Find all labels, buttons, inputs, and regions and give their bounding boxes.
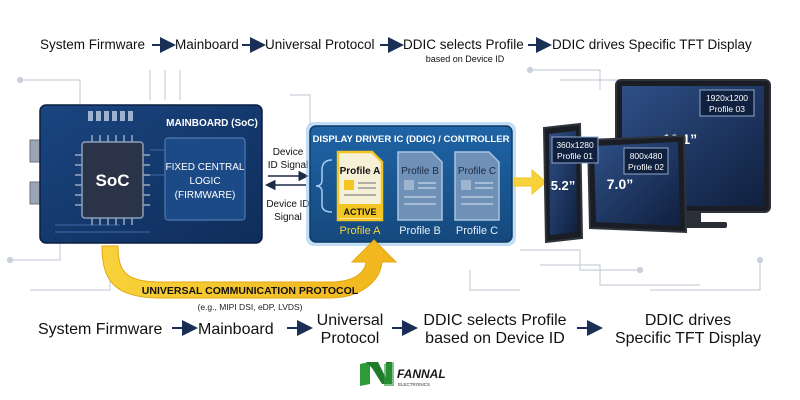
display-5-2-resolution: 360x1280 (556, 140, 594, 150)
profile-caption-a: Profile A (340, 225, 382, 237)
fannal-logo: FANNAL ELECTRONICS (360, 362, 446, 387)
circuit-traces (6, 66, 764, 291)
bottom-flow-step-4-line-1: DDIC selects Profile (423, 312, 566, 329)
profile-caption-b: Profile B (399, 225, 441, 237)
profile-card-c-label: Profile C (458, 166, 496, 177)
top-flow-step-5: DDIC drives Specific TFT Display (552, 37, 752, 52)
top-flow-step-4: DDIC selects Profile (403, 37, 524, 52)
mainboard-title: MAINBOARD (SoC) (166, 118, 258, 129)
top-flow: System Firmware Mainboard Universal Prot… (40, 37, 752, 64)
display-5-2-info (551, 136, 599, 164)
active-badge-label: ACTIVE (343, 207, 376, 217)
protocol-label: UNIVERSAL COMMUNICATION PROTOCOL (142, 285, 359, 297)
universal-protocol: UNIVERSAL COMMUNICATION PROTOCOL (e.g., … (101, 239, 398, 312)
board-traces (55, 149, 165, 233)
top-flow-step-2: Mainboard (175, 37, 239, 52)
bottom-flow: System Firmware Mainboard Universal Prot… (38, 312, 761, 347)
display-7-0-profile: Profile 02 (628, 162, 664, 172)
protocol-examples: (e.g., MIPI DSI, eDP, LVDS) (197, 302, 302, 312)
display-10-1-profile: Profile 03 (709, 104, 745, 114)
profile-caption-c: Profile C (456, 225, 498, 237)
profile-card-b: Profile B (397, 151, 443, 221)
top-flow-step-1: System Firmware (40, 37, 145, 52)
display-10-1-info (699, 89, 755, 117)
soc-label: SoC (96, 171, 130, 190)
profile-card-a: Profile A ACTIVE (336, 150, 384, 222)
ddic-title: DISPLAY DRIVER IC (DDIC) / CONTROLLER (313, 134, 510, 145)
profile-card-c: Profile C (454, 151, 500, 221)
top-flow-note: based on Device ID (426, 54, 505, 64)
display-5-2-profile: Profile 01 (557, 151, 593, 161)
mainboard: MAINBOARD (SoC) SoC FIXED CENTRAL LOGIC … (29, 104, 263, 244)
firmware-logic-box (164, 137, 246, 221)
bottom-flow-step-4-line-2: based on Device ID (425, 330, 565, 347)
logo-name: FANNAL (397, 367, 446, 381)
signal-upper-line-2: ID Signal (268, 160, 309, 171)
pin-header (88, 111, 133, 121)
soc-chip-body (81, 141, 144, 219)
firmware-logic-line-2: LOGIC (189, 176, 220, 187)
firmware-logic-line-3: (FIRMWARE) (175, 190, 236, 201)
display-7-0-info (623, 147, 669, 175)
active-badge (338, 204, 382, 218)
ddic-to-display-arrow (513, 168, 547, 196)
display-7-0-size: 7.0” (607, 176, 633, 192)
profile-card-b-label: Profile B (401, 166, 439, 177)
fannal-logo-icon (360, 362, 394, 386)
bottom-flow-step-5-line-2: Specific TFT Display (615, 330, 761, 347)
display-5-2-size: 5.2” (551, 178, 576, 193)
bottom-flow-step-3-line-1: Universal (317, 312, 384, 329)
protocol-band (101, 239, 398, 299)
bottom-flow-step-2: Mainboard (198, 321, 274, 338)
signal-upper-line-1: Device (273, 147, 304, 158)
display-10-1-resolution: 1920x1200 (706, 93, 748, 103)
display-5-2: 360x1280 Profile 01 5.2” (542, 122, 599, 244)
signal-lower-line-2: Signal (274, 212, 302, 223)
displays: 1920x1200 Profile 03 10.1” 800x480 Profi… (542, 79, 771, 244)
firmware-logic-line-1: FIXED CENTRAL (166, 162, 245, 173)
bottom-flow-step-1: System Firmware (38, 321, 163, 338)
signal-lower-line-1: Device ID (266, 199, 309, 210)
logo-sub: ELECTRONICS (398, 382, 430, 387)
ddic-controller: DISPLAY DRIVER IC (DDIC) / CONTROLLER Pr… (306, 122, 516, 246)
display-7-0: 800x480 Profile 02 7.0” (586, 134, 688, 234)
profile-card-a-label: Profile A (340, 166, 381, 177)
bottom-flow-step-5-line-1: DDIC drives (645, 312, 731, 329)
top-flow-step-3: Universal Protocol (265, 37, 375, 52)
bottom-flow-step-3-line-2: Protocol (321, 330, 380, 347)
display-7-0-resolution: 800x480 (630, 151, 663, 161)
device-id-signals: Device ID Signal Device ID Signal (265, 147, 310, 223)
soc-chip: SoC (75, 135, 150, 225)
